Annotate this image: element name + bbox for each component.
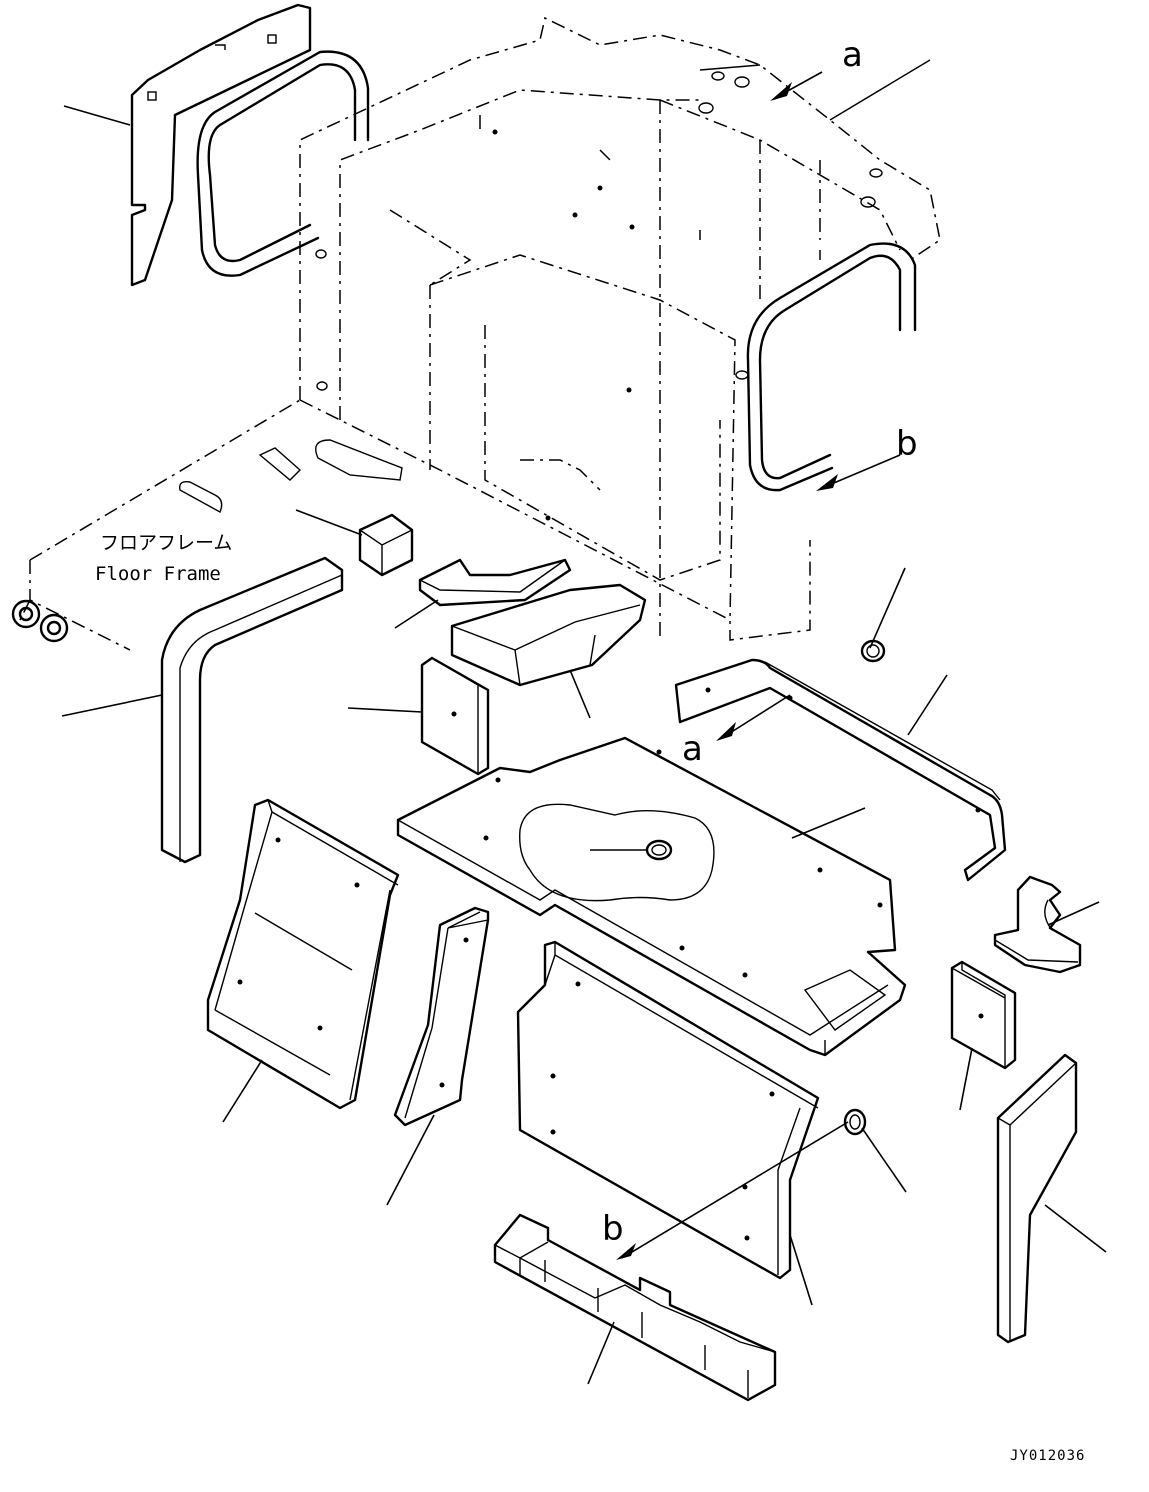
part-channel-bracket: [674, 658, 1007, 882]
part-square-pad-right: [950, 960, 1017, 1070]
part-ribbed-strip: [493, 1213, 777, 1402]
part-square-pad: [420, 656, 490, 776]
callout-a-top: a: [842, 35, 863, 75]
part-grommet-lower: [843, 1108, 867, 1136]
part-panel-left: [206, 798, 400, 1110]
part-tapered-pad: [393, 906, 490, 1127]
frame-holes: [315, 71, 883, 521]
part-wedge-pad: [450, 583, 647, 687]
callout-a-mid: a: [682, 729, 703, 769]
handrail-left: [196, 50, 370, 277]
part-top-left-cover: [130, 3, 312, 287]
part-small-plate: [418, 558, 572, 607]
floor-frame-label-en: Floor Frame: [95, 563, 221, 585]
cab-frame-phantom: [19, 16, 941, 651]
part-tall-pad-right: [996, 1053, 1078, 1344]
callout-b-bottom: b: [602, 1209, 624, 1249]
direction-arrows: [616, 71, 901, 1260]
leader-lines: [61, 105, 1107, 1385]
part-panel-center: [516, 940, 820, 1280]
part-grommet-upper: [860, 639, 886, 663]
part-small-block: [358, 513, 414, 577]
drawing-code: JY012036: [1010, 1448, 1085, 1464]
part-floor-mat: [396, 736, 907, 1057]
part-curved-pad: [160, 556, 344, 864]
callout-b-right: b: [896, 424, 918, 464]
handrail-right: [746, 242, 917, 492]
floor-frame-bosses: [11, 439, 403, 643]
part-hook-bracket: [993, 875, 1082, 974]
floor-frame-label-jp: フロアフレーム: [100, 532, 232, 554]
